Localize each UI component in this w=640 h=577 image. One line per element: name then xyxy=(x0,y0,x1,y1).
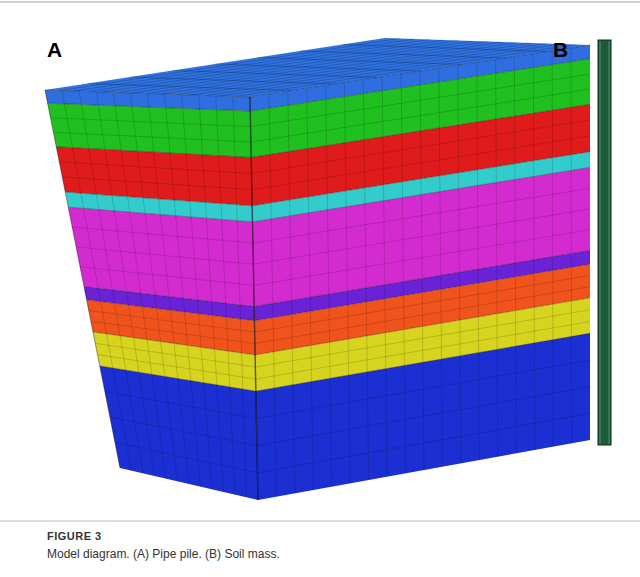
pile-edge xyxy=(600,41,601,444)
panel-label: A xyxy=(47,38,62,62)
pile-rod xyxy=(598,40,611,445)
mesh-line xyxy=(326,85,332,486)
mesh-line xyxy=(182,95,212,490)
mesh-line xyxy=(477,62,480,460)
mesh-line xyxy=(420,71,424,470)
block-edge xyxy=(45,90,120,468)
pile-edge xyxy=(609,41,610,444)
mesh-line xyxy=(344,83,350,484)
mesh-line xyxy=(382,77,387,477)
mesh-line xyxy=(363,80,368,480)
top-rule xyxy=(0,1,640,3)
pile-body xyxy=(598,40,611,445)
mesh-line xyxy=(233,96,247,497)
figure-number: FIGURE 3 xyxy=(47,530,102,542)
mesh-line xyxy=(300,51,505,58)
panel-label: B xyxy=(553,38,568,62)
figure-caption: Model diagram. (A) Pipe pile. (B) Soil m… xyxy=(47,547,280,561)
pile-seam xyxy=(250,97,258,500)
mesh-line xyxy=(496,59,498,456)
mesh-line xyxy=(79,91,143,473)
caption-rule xyxy=(0,521,640,522)
mesh-line xyxy=(269,94,277,497)
mesh-line xyxy=(199,95,224,492)
mesh-line xyxy=(130,77,335,84)
mesh-line xyxy=(401,74,406,473)
mesh-line xyxy=(130,93,177,481)
mesh-line xyxy=(439,68,443,467)
mesh-line xyxy=(514,57,516,454)
soil-block xyxy=(45,38,590,500)
mesh-line xyxy=(88,84,293,91)
mesh-line xyxy=(165,94,201,487)
mesh-line xyxy=(113,92,166,478)
mesh-line xyxy=(571,48,573,443)
mesh-line xyxy=(96,92,154,476)
mesh-line xyxy=(173,71,378,78)
mesh-line xyxy=(288,91,295,493)
mesh-line xyxy=(458,65,461,463)
mesh-line xyxy=(216,96,235,495)
mesh-line xyxy=(258,58,463,65)
mesh-line xyxy=(343,45,548,52)
mesh-line xyxy=(307,88,314,490)
mesh-line xyxy=(148,94,190,485)
mesh-line xyxy=(552,51,554,447)
mesh-line xyxy=(215,64,420,71)
mesh-line xyxy=(533,54,534,450)
